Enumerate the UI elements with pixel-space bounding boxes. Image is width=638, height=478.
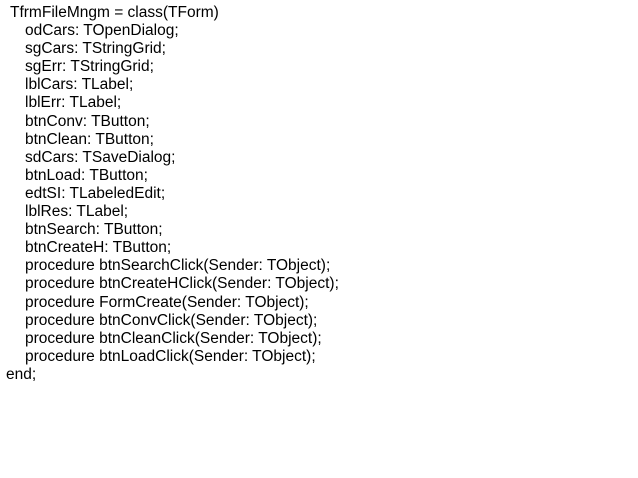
procedure-btnloadclick-line: procedure btnLoadClick(Sender: TObject); xyxy=(25,347,316,365)
procedure-btncreatehclick-line: procedure btnCreateHClick(Sender: TObjec… xyxy=(25,275,339,293)
field-edtsi-line: edtSI: TLabeledEdit; xyxy=(25,184,166,202)
field-lblres-line: lblRes: TLabel; xyxy=(25,203,129,221)
class-declaration-line: TfrmFileMngm = class(TForm) xyxy=(10,4,219,21)
field-odcars-line: odCars: TOpenDialog; xyxy=(25,22,179,40)
procedure-formcreate-line: procedure FormCreate(Sender: TObject); xyxy=(25,293,309,311)
field-btnconv-line: btnConv: TButton; xyxy=(25,112,150,130)
field-sgerr-line: sgErr: TStringGrid; xyxy=(25,58,154,76)
field-btnload-line: btnLoad: TButton; xyxy=(25,166,148,184)
procedure-btnconvclick-line: procedure btnConvClick(Sender: TObject); xyxy=(25,311,318,329)
field-btnclean-line: btnClean: TButton; xyxy=(25,130,154,148)
field-sdcars-line: sdCars: TSaveDialog; xyxy=(25,148,176,166)
code-listing: TfrmFileMngm = class(TForm) odCars: TOpe… xyxy=(0,4,638,384)
field-btnsearch-line: btnSearch: TButton; xyxy=(25,221,163,239)
field-lblcars-line: lblCars: TLabel; xyxy=(25,76,134,94)
field-lblerr-line: lblErr: TLabel; xyxy=(25,94,122,112)
procedure-btncleanclick-line: procedure btnCleanClick(Sender: TObject)… xyxy=(25,329,322,347)
procedure-btnsearchclick-line: procedure btnSearchClick(Sender: TObject… xyxy=(25,257,331,275)
field-sgcars-line: sgCars: TStringGrid; xyxy=(25,40,166,58)
class-end-line: end; xyxy=(6,365,37,383)
field-btncreateh-line: btnCreateH: TButton; xyxy=(25,239,172,257)
